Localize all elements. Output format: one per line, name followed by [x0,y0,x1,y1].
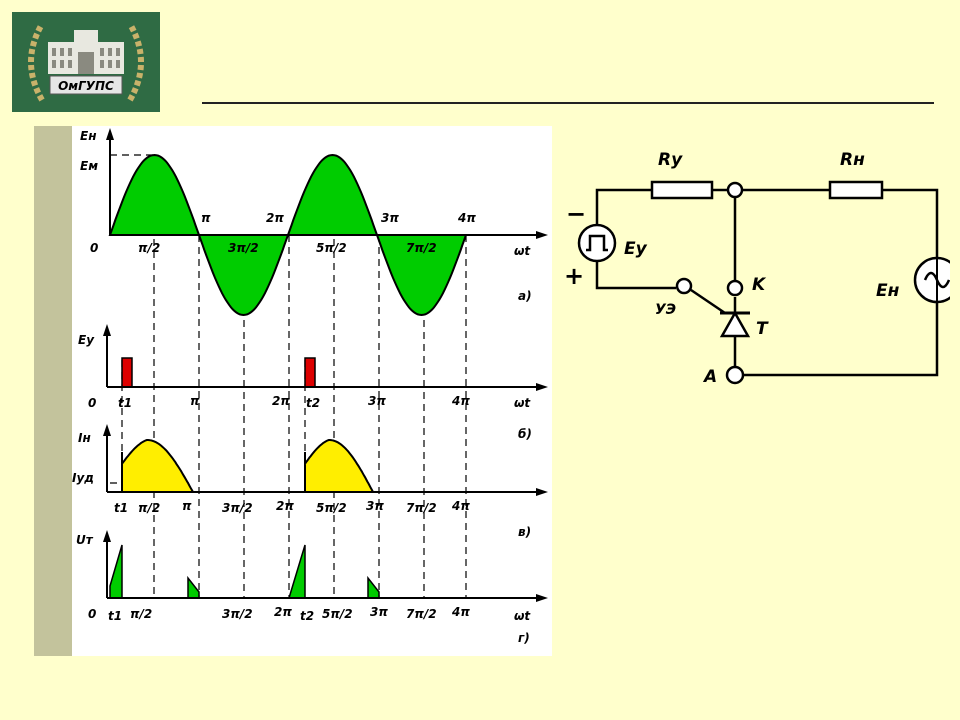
graph-v-y-arrow [103,424,111,436]
graph-a-y-label: Eн [80,129,97,143]
graph-g-tick-pi-half: π/2 [130,607,152,621]
label-t: T [756,319,769,339]
graph-v-tick-7pi-half: 7π/2 [406,501,437,515]
graph-g-thyristor-voltage: Uт 0 t1 π/2 3π/2 2π t2 5π/2 3π 7π/2 4π ω… [76,530,548,645]
graph-a-tick-3pi: 3π [381,211,399,225]
graph-g-tick-4pi: 4π [451,605,470,619]
graph-g-tick-t2: t2 [300,609,314,623]
terminal-ue [675,277,693,295]
source-en [913,256,950,304]
graph-b-tick-t1: t1 [118,396,132,410]
graph-b-tick-4pi: 4π [451,394,470,408]
label-k: K [752,275,767,295]
label-rn: Rн [840,150,865,170]
graph-b-origin: 0 [88,396,96,410]
graph-a-caption: a) [518,289,532,303]
source-ey [577,223,617,263]
resistor-rn [828,180,884,200]
left-sidebar-bar [34,126,72,656]
graph-g-y-arrow [103,530,111,542]
graph-b-caption: б) [518,427,532,441]
graph-b-x-label: ωt [514,396,531,410]
title-divider [202,102,934,104]
graph-g-tick-3pi-half: 3π/2 [222,607,253,621]
graph-b-y-arrow [103,324,111,336]
graph-v-load-current: Iн Iуд t1 π/2 π 3π/2 2π 5π/2 3π 7π/2 4π … [72,424,548,539]
graph-v-caption: в) [518,525,531,539]
graph-g-tick-7pi-half: 7π/2 [406,607,437,621]
label-ue: УЭ [655,302,676,318]
thyristor-voltage-spike-4 [367,575,380,599]
thyristor-voltage-spike-2 [187,575,200,599]
junction-node [726,181,744,199]
graph-v-hold-label: Iуд [72,471,94,485]
resistor-ry [650,180,714,200]
control-pulse-t2 [304,357,316,388]
graph-v-tick-4pi: 4π [451,499,470,513]
graph-g-x-label: ωt [514,609,531,623]
label-ey: Eу [624,239,648,259]
graph-a-ymax-label: Eм [80,159,98,173]
graph-g-x-arrow [536,594,548,602]
wire-en-to-anode [743,302,939,377]
graph-a-tick-7pi-half: 7π/2 [406,241,437,255]
wire-ey-bottom [595,258,676,290]
graph-a-origin: 0 [90,241,98,255]
wire-ey-top [595,188,652,238]
graph-v-tick-pi: π [182,499,192,513]
graph-b-control-pulses: Eу 0 t1 π 2π t2 3π 4π ωt б) [78,324,548,441]
load-current-pulse-2 [304,439,375,493]
graph-b-y-label: Eу [78,333,95,347]
thyristor-symbol [719,310,751,338]
graph-a-tick-pi: π [201,211,211,225]
graph-a-y-arrow [106,128,114,140]
graph-v-tick-2pi: 2π [276,499,294,513]
graph-g-tick-5pi-half: 5π/2 [322,607,353,621]
label-en: Eн [876,281,900,301]
graph-b-tick-3pi: 3π [368,394,386,408]
graph-b-tick-t2: t2 [306,396,320,410]
graph-v-x-arrow [536,488,548,496]
graph-b-x-arrow [536,383,548,391]
thyristor-voltage-spike-1 [109,544,123,599]
thyristor-circuit: Rу Rн Eу Eн − + K УЭ T A [564,150,950,387]
graph-a-x-arrow [536,231,548,239]
graph-v-tick-pi-half: π/2 [138,501,160,515]
label-plus: + [564,262,584,290]
graph-v-tick-3pi-half: 3π/2 [222,501,253,515]
control-pulse-t1 [121,357,133,388]
university-logo: ОмГУПС [12,12,160,112]
label-a: A [702,367,717,387]
graph-g-origin: 0 [88,607,96,621]
load-current-pulse-1 [121,439,195,493]
graph-g-tick-2pi: 2π [274,605,292,619]
graph-a-tick-4pi: 4π [457,211,476,225]
waveform-panel: Eн Eм 0 ωt a) π 2π 3π 4π π/2 3π/2 5π/2 7… [72,126,552,656]
label-minus: − [566,200,586,228]
terminal-a [725,365,745,385]
graph-a-tick-3pi-half: 3π/2 [228,241,259,255]
graph-v-tick-5pi-half: 5π/2 [316,501,347,515]
graph-g-caption: г) [518,631,530,645]
logo-text: ОмГУПС [58,79,114,93]
thyristor-voltage-spike-3 [287,544,306,599]
graph-a-tick-pi-half: π/2 [138,241,160,255]
terminal-k [726,279,744,297]
graph-a-tick-2pi: 2π [266,211,284,225]
graph-g-tick-3pi: 3π [370,605,388,619]
wire-gate [690,288,726,315]
graph-b-tick-2pi: 2π [272,394,290,408]
graph-a-tick-5pi-half: 5π/2 [316,241,347,255]
graph-g-tick-t1: t1 [108,609,122,623]
graph-g-y-label: Uт [76,533,94,547]
label-ry: Rу [658,150,683,170]
graph-v-y-label: Iн [78,431,91,445]
graph-b-tick-pi: π [190,394,200,408]
graph-a-x-label: ωt [514,244,531,258]
graph-v-tick-t1: t1 [114,501,128,515]
graph-a-sine: Eн Eм 0 ωt a) π 2π 3π 4π π/2 3π/2 5π/2 7… [80,128,548,317]
graph-v-tick-3pi: 3π [366,499,384,513]
wire-rn-to-en [882,188,939,258]
